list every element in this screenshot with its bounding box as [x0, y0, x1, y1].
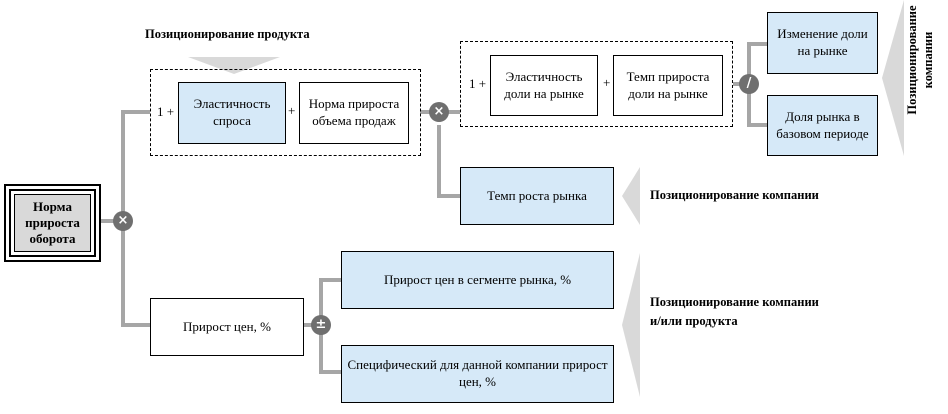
company-price-growth-box: Специфический для данной компании прирос…: [341, 345, 614, 403]
vertical-label-line-1: Позиционирование: [905, 5, 919, 115]
product-positioning-label: Позиционирование продукта: [145, 27, 310, 41]
market-growth-connector: [437, 125, 460, 198]
root-label: Норма прироста оборота: [14, 194, 91, 252]
one-plus-product: 1 +: [157, 104, 175, 119]
market-share-elasticity-box: Эластичность доли на рынке: [490, 55, 598, 116]
company-group-dashed: [460, 41, 733, 127]
market-share-change-box: Изменение доли на рынке: [767, 12, 878, 74]
divide-operator: /: [739, 74, 759, 94]
base-period-share-box: Доля рынка в базовом периоде: [767, 95, 878, 156]
plus-sign-product: +: [288, 103, 296, 118]
company-product-positioning-label-2: и/или продукта: [650, 314, 738, 328]
company-product-positioning-label-1: Позиционирование компании: [650, 295, 819, 309]
multiply-operator-left: ×: [113, 211, 133, 231]
vertical-label-line-2: компании: [920, 31, 935, 89]
product-group-dashed: [150, 69, 421, 156]
plus-sign-company: +: [603, 75, 611, 90]
company-product-positioning-arrow: [622, 253, 640, 397]
vertical-company-positioning-label: Позиционирование компании: [905, 0, 936, 145]
multiply-operator-middle: ×: [429, 102, 449, 122]
price-growth-box: Прирост цен, %: [150, 298, 304, 356]
plus-minus-operator: ±: [311, 315, 331, 335]
segment-price-growth-box: Прирост цен в сегменте рынка, %: [341, 251, 614, 309]
product-positioning-arrow: [188, 57, 280, 74]
root-box: Норма прироста оборота: [4, 184, 101, 262]
one-plus-company: 1 +: [469, 76, 487, 91]
company-positioning-arrow: [622, 167, 640, 225]
company-positioning-label: Позиционирование компании: [650, 188, 819, 202]
vertical-company-arrow: [882, 0, 904, 156]
demand-elasticity-box: Эластичность спроса: [178, 82, 286, 144]
market-growth-rate-box: Темп роста рынка: [460, 167, 614, 225]
market-share-growth-box: Темп прироста доли на рынке: [613, 55, 723, 116]
sales-volume-growth-box: Норма прироста объема продаж: [299, 82, 409, 144]
